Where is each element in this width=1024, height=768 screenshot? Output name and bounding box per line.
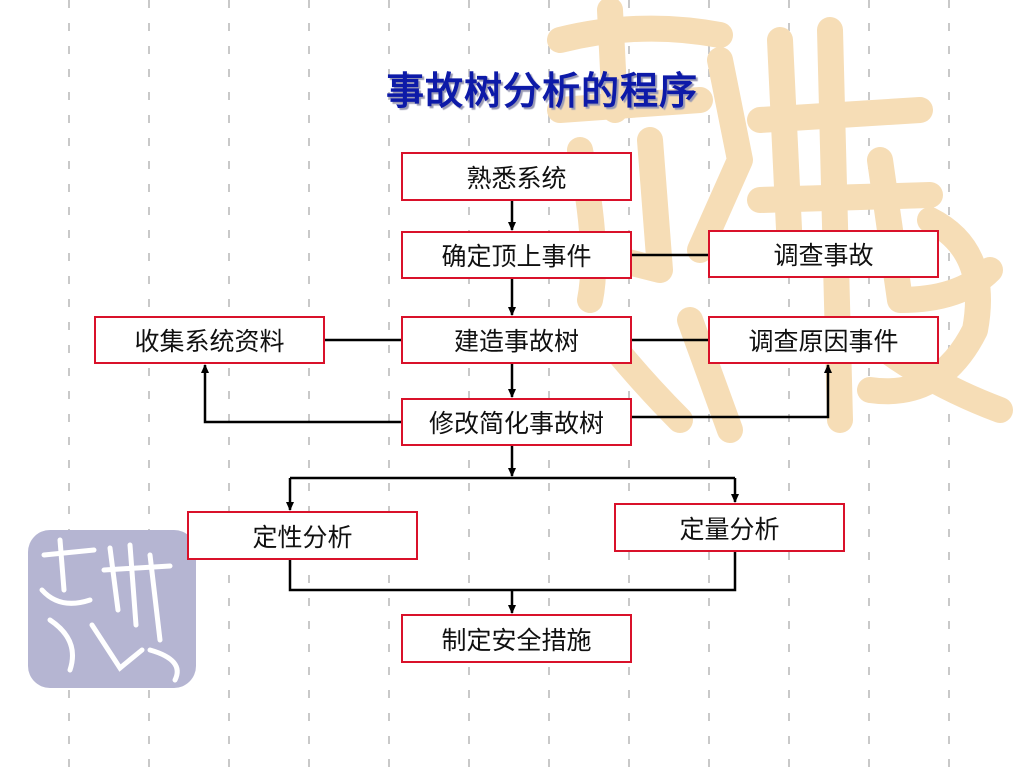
node-collect-system-data: 收集系统资料 — [94, 316, 325, 364]
node-investigate-accident: 调查事故 — [708, 230, 939, 278]
node-revise-simplify-tree: 修改简化事故树 — [401, 398, 632, 446]
page-title: 事故树分析的程序 — [385, 69, 698, 113]
node-quantitative-analysis: 定量分析 — [614, 503, 845, 552]
node-qualitative-analysis: 定性分析 — [187, 511, 418, 560]
node-build-fault-tree: 建造事故树 — [401, 316, 632, 364]
node-safety-measures: 制定安全措施 — [401, 614, 632, 663]
node-familiarize-system: 熟悉系统 — [401, 152, 632, 201]
arrow-revise-to-causes — [632, 364, 832, 419]
node-define-top-event: 确定顶上事件 — [401, 231, 632, 279]
node-investigate-cause-events: 调查原因事件 — [708, 316, 939, 364]
arrow-revise-to-collect — [201, 364, 401, 424]
